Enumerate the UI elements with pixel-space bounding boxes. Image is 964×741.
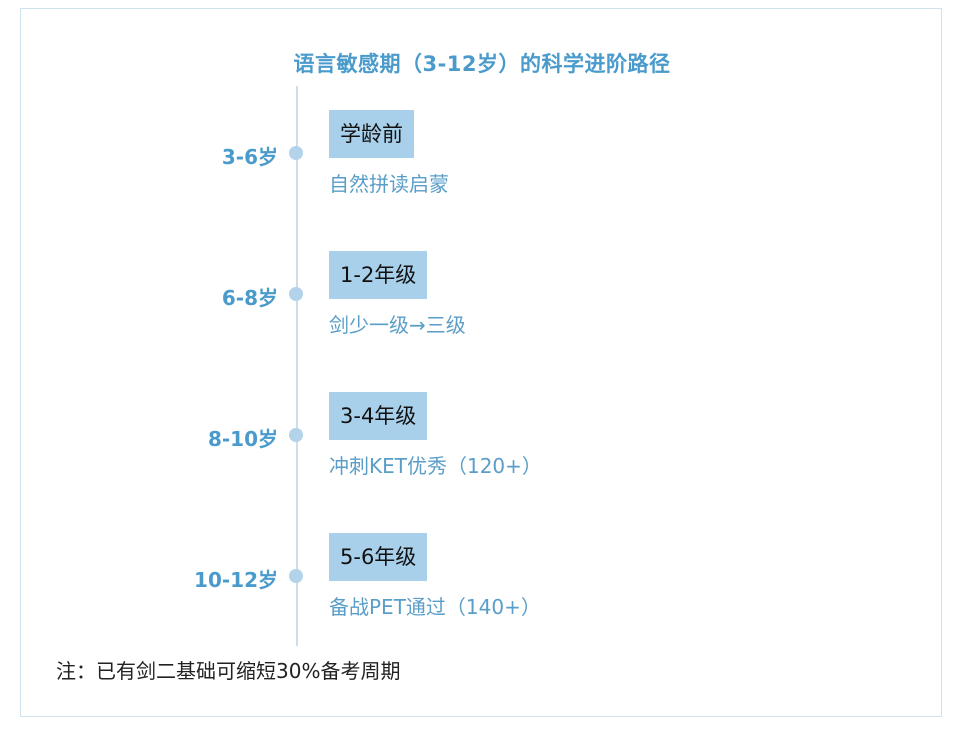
- stage-age: 10-12岁: [194, 568, 278, 592]
- stage-desc: 自然拼读启蒙: [329, 172, 449, 196]
- stage-desc: 剑少一级→三级: [329, 313, 466, 337]
- stage-age: 3-6岁: [221, 145, 278, 169]
- stage-age: 6-8岁: [221, 286, 278, 310]
- timeline-dot: [289, 146, 303, 160]
- timeline-line: [296, 86, 298, 646]
- footnote: 注：已有剑二基础可缩短30%备考周期: [56, 659, 401, 683]
- diagram-card: [20, 8, 942, 717]
- timeline-dot: [289, 569, 303, 583]
- timeline-dot: [289, 287, 303, 301]
- stage-grade: 5-6年级: [329, 533, 428, 581]
- stage-grade: 1-2年级: [329, 251, 428, 299]
- stage-grade: 学龄前: [329, 110, 414, 158]
- stage-desc: 备战PET通过（140+）: [329, 595, 541, 619]
- diagram-title: 语言敏感期（3-12岁）的科学进阶路径: [0, 48, 964, 78]
- stage-desc: 冲刺KET优秀（120+）: [329, 454, 542, 478]
- title-text: 语言敏感期（3-12岁）的科学进阶路径: [293, 52, 671, 76]
- stage-grade: 3-4年级: [329, 392, 428, 440]
- stage-age: 8-10岁: [207, 427, 278, 451]
- timeline-dot: [289, 428, 303, 442]
